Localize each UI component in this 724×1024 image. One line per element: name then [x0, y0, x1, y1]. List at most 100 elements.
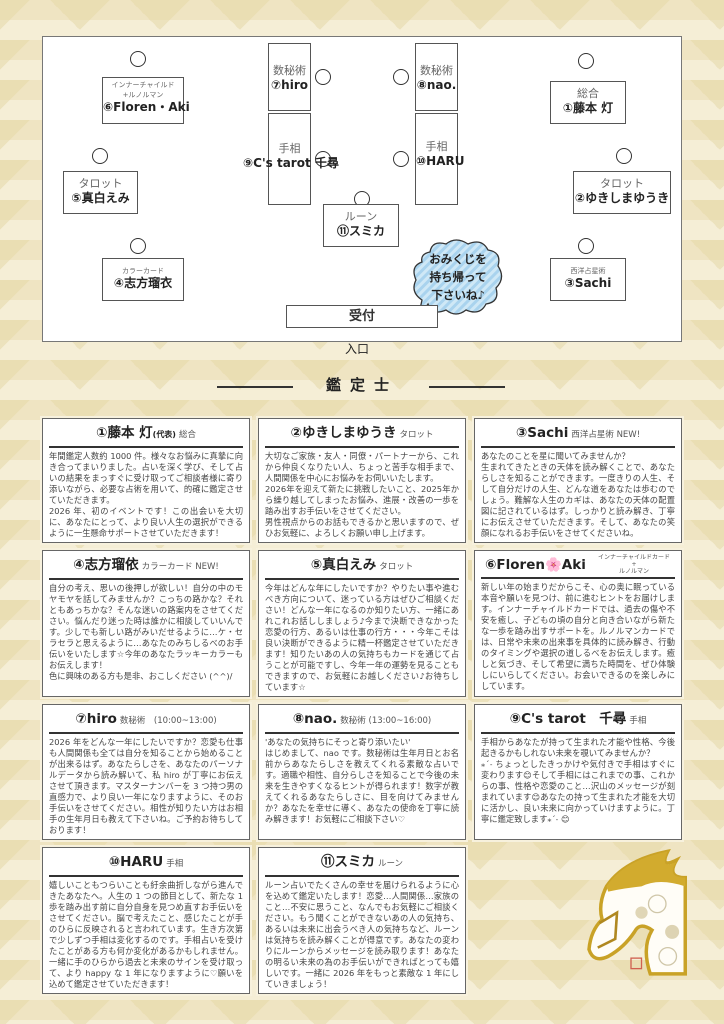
card-body: 手相からあなたが持って生まれた才能や性格、今後起きるかもしれない未来を覗いてみま… [481, 737, 675, 824]
card-title: ②ゆきしまゆうき [290, 425, 397, 441]
table-category: ルーン [344, 210, 378, 223]
card-title: ⑧nao. [292, 711, 338, 727]
card-category: 手相 [166, 859, 184, 869]
table-name: ⑩HARU [416, 154, 465, 168]
table-6: インナーチャイルド +ルノルマン ⑥Floren・Aki [102, 77, 190, 124]
table-category: 総合 [577, 87, 599, 100]
card-body: あなたのことを星に聞いてみませんか？ 生まれてきたときの天体を読み解くことで、あ… [481, 451, 675, 538]
fortune-teller-cards: ①藤本 灯(代表)総合年間鑑定人数約 1000 件。様々なお悩みに真摯に向き合っ… [42, 418, 687, 994]
horse-illustration [587, 848, 687, 976]
card-body: 新しい年の始まりだからこそ、心の奥に眠っている本音や願いを見つけ、前に進むヒント… [481, 582, 675, 691]
card-header: ⑧nao.数秘術 (13:00~16:00) [265, 709, 459, 734]
table-5: タロット ⑤真白えみ [63, 171, 138, 214]
seat-icon [578, 53, 594, 69]
card-title: ⑪スミカ [320, 854, 375, 870]
bubble-line: おみくじを [429, 252, 487, 266]
floor-map: インナーチャイルド +ルノルマン ⑥Floren・Aki 数秘術 ⑦hiro 数… [42, 36, 682, 342]
entrance-label: 入口 [345, 342, 370, 356]
seat-icon [130, 238, 146, 254]
bubble-line: 持ち帰って [429, 270, 487, 284]
card-category: 西洋占星術 NEW! [571, 430, 641, 440]
table-name: ②ゆきしまゆうき [574, 191, 670, 205]
table-name: ⑥Floren・Aki [103, 100, 190, 114]
table-name: ⑦hiro [271, 78, 308, 92]
card-category: インナーチャイルドカード + ルノルマン [598, 554, 670, 575]
seat-icon [393, 151, 409, 167]
speech-bubble-icon [413, 239, 503, 319]
table-10: 手相 ⑩HARU [415, 113, 465, 205]
table-name: ④志方瑠衣 [113, 276, 173, 290]
table-8: 数秘術 ⑧nao. [415, 43, 458, 111]
card-title: ⑨C's tarot 千尋 [509, 711, 627, 727]
bubble-text: おみくじを 持ち帰って 下さいね♪ [412, 250, 504, 304]
card-title: ⑥Floren🌸Aki [485, 557, 586, 573]
fortune-teller-card: ⑤真白えみタロット今年はどんな年にしたいですか？やりたい事や進むべき方向について… [258, 550, 466, 697]
table-category: タロット [600, 177, 644, 190]
card-body: 'あなたの気持ちにそっと寄り添いたい' はじめまして、nao です。数秘術は生年… [265, 737, 459, 824]
table-2: タロット ②ゆきしまゆうき [573, 171, 671, 214]
card-category: 手相 [629, 716, 647, 726]
seat-icon [92, 148, 108, 164]
table-7: 数秘術 ⑦hiro [268, 43, 311, 111]
card-title: ⑩HARU [108, 854, 164, 870]
table-1: 総合 ①藤本 灯 [550, 81, 626, 124]
fortune-teller-card: ⑧nao.数秘術 (13:00~16:00) 'あなたの気持ちにそっと寄り添いたい… [258, 704, 466, 840]
card-category: 数秘術 (10:00~13:00) [119, 716, 217, 726]
table-category: 数秘術 [420, 64, 453, 77]
card-category: 数秘術 (13:00~16:00) [340, 716, 432, 726]
seat-icon [578, 238, 594, 254]
seat-icon [315, 151, 331, 167]
table-category: 手相 [278, 142, 301, 155]
card-body: 自分の考え、思いの後押しが欲しい！自分の中のモヤモヤを話してみませんか？こっちの… [49, 583, 243, 681]
card-header: ②ゆきしまゆうきタロット [265, 423, 459, 448]
seat-icon [315, 69, 331, 85]
card-title-note: (代表) [152, 430, 176, 439]
table-category: カラーカード [122, 267, 164, 275]
fortune-teller-card: ⑨C's tarot 千尋手相手相からあなたが持って生まれた才能や性格、今後起き… [474, 704, 682, 840]
table-category: 西洋占星術 [570, 267, 606, 275]
seat-icon [393, 69, 409, 85]
divider [217, 386, 293, 388]
card-title: ⑤真白えみ [310, 557, 377, 573]
table-name: ①藤本 灯 [562, 101, 614, 115]
table-category: タロット [78, 177, 123, 190]
horse-cell [474, 847, 687, 994]
card-header: ⑨C's tarot 千尋手相 [481, 709, 675, 734]
card-body: 今年はどんな年にしたいですか？やりたい事や進むべき方向について、迷っている方はぜ… [265, 583, 459, 692]
card-title: ⑦hiro [75, 711, 117, 727]
table-11: ルーン ⑪スミカ [323, 204, 399, 247]
table-3: 西洋占星術 ③Sachi [550, 258, 626, 301]
fortune-teller-card: ②ゆきしまゆうきタロット大切なご家族・友人・同僚・パートナーから、これから仲良く… [258, 418, 466, 543]
card-category: 総合 [178, 430, 196, 440]
reception-desk: 受付 [286, 305, 438, 328]
card-category: タロット [379, 562, 414, 572]
table-category: 数秘術 [273, 64, 306, 77]
fortune-teller-card: ④志方瑠依カラーカード NEW! 自分の考え、思いの後押しが欲しい！自分の中のモヤ… [42, 550, 250, 697]
card-header: ⑥Floren🌸Aki インナーチャイルドカード + ルノルマン [481, 554, 675, 579]
card-header: ⑪スミカルーン [265, 852, 459, 877]
card-title: ①藤本 灯 [96, 425, 153, 441]
card-title: ④志方瑠依 [73, 557, 139, 573]
card-body: ルーン占いでたくさんの幸せを届けられるように心を込めて鑑定いたします！恋愛…人間… [265, 880, 459, 989]
card-category: タロット [399, 430, 434, 440]
table-name: ⑨C's tarot 千尋 [243, 156, 339, 170]
card-category: ルーン [377, 859, 404, 869]
card-body: 大切なご家族・友人・同僚・パートナーから、これから仲良くなりたい人、ちょっと苦手… [265, 451, 459, 538]
table-name: ③Sachi [564, 276, 612, 290]
bubble-line: 下さいね♪ [431, 288, 485, 302]
fortune-teller-card: ⑪スミカルーンルーン占いでたくさんの幸せを届けられるように心を込めて鑑定いたしま… [258, 847, 466, 994]
table-name: ⑤真白えみ [71, 191, 130, 205]
table-category: インナーチャイルド +ルノルマン [111, 81, 175, 99]
table-9: 手相 ⑨C's tarot 千尋 [243, 113, 339, 205]
fortune-teller-card: ①藤本 灯(代表)総合年間鑑定人数約 1000 件。様々なお悩みに真摯に向き合っ… [42, 418, 250, 543]
card-header: ④志方瑠依カラーカード NEW! [49, 555, 243, 580]
table-name: ⑧nao. [416, 78, 457, 92]
seat-icon [130, 51, 146, 67]
section-title: 鑑定士 [325, 376, 398, 394]
